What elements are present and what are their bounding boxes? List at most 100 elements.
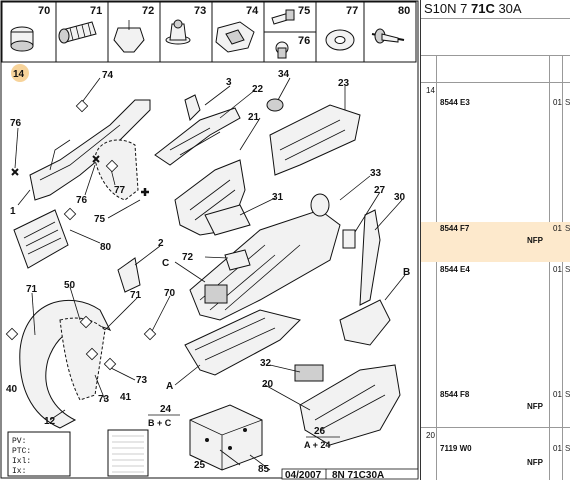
footer-date: 04/2007 [285, 470, 322, 480]
callout-31: 31 [272, 192, 284, 203]
callout-40: 40 [6, 384, 18, 395]
panel-header: S10N 7 71C 30A [421, 0, 570, 18]
panel-header-prefix: S10N 7 [424, 1, 471, 16]
parts-row-highlighted[interactable]: 8544 F7 NFP 01 S [421, 222, 570, 262]
row-ref: 8544 F7 [440, 224, 470, 233]
callout-labels: 74 3 22 34 23 76 21 76 77 33 27 30 1 75 … [6, 69, 410, 475]
legend-ixl: Ixl: [12, 457, 31, 466]
callout-21: 21 [248, 112, 260, 123]
parts-list-panel: S10N 7 71C 30A 14 8544 E3 01 S 8544 F7 N… [420, 0, 570, 480]
callout-34: 34 [278, 69, 290, 80]
parts-row[interactable]: 14 8544 E3 01 S [421, 86, 570, 222]
plug-icon [10, 26, 34, 52]
callout-73-right: 73 [136, 375, 148, 386]
parts-row[interactable]: 8544 F8 NFP 01 S [421, 388, 570, 426]
callout-77: 77 [114, 185, 126, 196]
clip-icon [113, 20, 145, 53]
callout-71-right: 71 [130, 290, 142, 301]
row-cut: S [565, 98, 570, 107]
row-nfp: NFP [527, 458, 543, 467]
row-qty: 01 [553, 390, 562, 399]
callout-70: 70 [164, 288, 176, 299]
row-cut: S [565, 444, 570, 453]
callout-30: 30 [394, 192, 406, 203]
row-qty: 01 [553, 98, 562, 107]
row-qty: 01 [553, 265, 562, 274]
panel-header-suffix: 30A [494, 1, 522, 16]
callout-76: 76 [10, 118, 22, 129]
thumb-label-74: 74 [246, 5, 259, 17]
button-clip-icon [275, 41, 289, 59]
row-qty: 01 [553, 224, 562, 233]
panel-header-bold: 71C [470, 1, 495, 16]
thumb-label-76: 76 [298, 35, 310, 47]
callout-B: B [403, 267, 410, 278]
callout-14: 14 [13, 69, 25, 80]
footer-code: 8N 71C30A [332, 470, 384, 480]
callout-50: 50 [64, 280, 76, 291]
row-qty: 01 [553, 444, 562, 453]
callout-2: 2 [158, 238, 164, 249]
callout-73-left: 73 [98, 394, 110, 405]
callout-23: 23 [338, 78, 350, 89]
thumb-label-71: 71 [90, 5, 102, 17]
callout-1: 1 [10, 206, 16, 217]
callout-85: 85 [258, 464, 270, 475]
callout-25: 25 [194, 460, 206, 471]
thumb-label-77: 77 [346, 5, 358, 17]
row-cut: S [565, 390, 570, 399]
callout-75: 75 [94, 214, 106, 225]
callout-72: 72 [182, 252, 194, 263]
row-cut: S [565, 265, 570, 274]
callout-C: C [162, 258, 169, 269]
callout-24: 24 [160, 404, 172, 415]
screw-icon [58, 21, 97, 44]
row-ref: 7119 W0 [440, 444, 472, 453]
callout-22: 22 [252, 84, 264, 95]
legend-ptc: PTC: [12, 447, 31, 456]
callout-27: 27 [374, 185, 386, 196]
combo-a-24: A + 24 [304, 440, 330, 450]
row-ref: 8544 E4 [440, 265, 470, 274]
legend-ix: Ix: [12, 467, 26, 476]
thumb-label-73: 73 [194, 5, 206, 17]
callout-32: 32 [260, 358, 272, 369]
callout-3: 3 [226, 77, 232, 88]
callout-41: 41 [120, 392, 132, 403]
callout-26: 26 [314, 426, 326, 437]
push-pin-icon [165, 19, 191, 45]
thumb-label-72: 72 [142, 5, 154, 17]
callout-20: 20 [262, 379, 274, 390]
row-group: 14 [426, 86, 435, 95]
bolt-icon [271, 9, 295, 25]
callout-71-left: 71 [26, 284, 38, 295]
thumbnail-strip: 70 71 72 73 74 75 76 77 80 [1, 1, 417, 63]
row-ref: 8544 E3 [440, 98, 470, 107]
legend-pv: PV: [12, 437, 26, 446]
row-cut: S [565, 224, 570, 233]
exploded-parts-diagram: 70 71 72 73 74 75 76 77 80 [0, 0, 419, 480]
row-nfp: NFP [527, 402, 543, 411]
diagram-canvas: 70 71 72 73 74 75 76 77 80 [0, 0, 419, 480]
thumb-label-80: 80 [398, 5, 410, 17]
callout-33: 33 [370, 168, 382, 179]
clip-nut-icon [215, 21, 255, 53]
row-group: 20 [426, 431, 435, 440]
combo-b-c: B + C [148, 418, 172, 428]
thumb-label-75: 75 [298, 5, 310, 17]
callout-12: 12 [44, 416, 56, 427]
row-nfp: NFP [527, 236, 543, 245]
parts-row[interactable]: 8544 E4 01 S [421, 262, 570, 386]
parts-drawing [5, 77, 406, 477]
parts-row[interactable]: 20 7119 W0 NFP 01 S [421, 429, 570, 479]
thumb-label-70: 70 [38, 5, 50, 17]
item-14-badge [11, 64, 29, 82]
washer-icon [325, 29, 355, 51]
row-ref: 8544 F8 [440, 390, 470, 399]
callout-80: 80 [100, 242, 112, 253]
diagram-border [0, 0, 419, 479]
callout-A: A [166, 381, 173, 392]
rivet-icon [371, 28, 405, 44]
callout-76-lower: 76 [76, 195, 88, 206]
callout-74: 74 [102, 70, 114, 81]
